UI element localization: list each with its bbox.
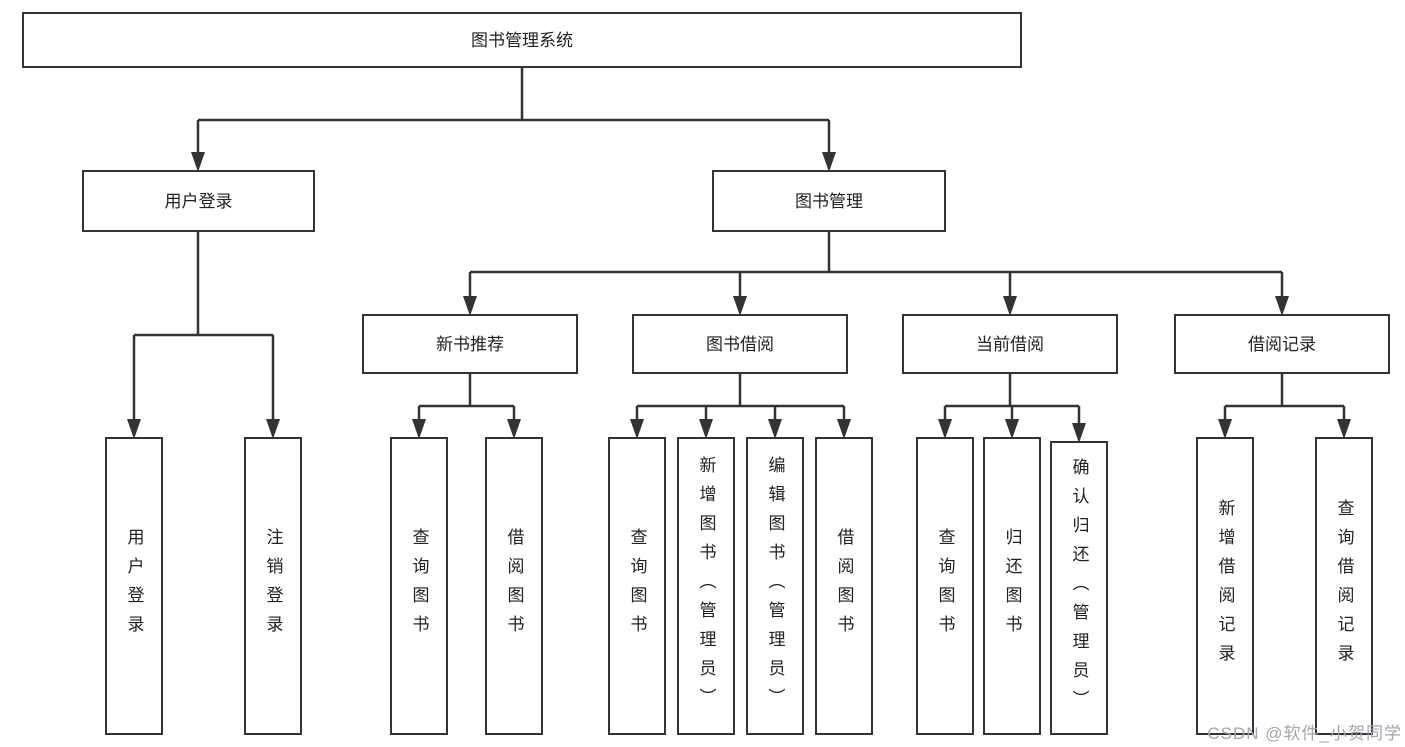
leaf-add-borrow-record: 新增借阅记录 — [1196, 437, 1254, 735]
leaf-confirm-return-admin: 确认归还（管理员） — [1050, 441, 1108, 735]
leaf-search-borrow-record: 查询借阅记录 — [1315, 437, 1373, 735]
leaf-search-books-1: 查询图书 — [390, 437, 448, 735]
node-book-management: 图书管理 — [712, 170, 946, 232]
leaf-user-login: 用户登录 — [105, 437, 163, 735]
leaf-logout: 注销登录 — [244, 437, 302, 735]
leaf-edit-books-admin: 编辑图书（管理员） — [746, 437, 804, 735]
leaf-add-books-admin: 新增图书（管理员） — [677, 437, 735, 735]
leaf-borrow-books-1: 借阅图书 — [485, 437, 543, 735]
leaf-search-books-2: 查询图书 — [608, 437, 666, 735]
leaf-return-books: 归还图书 — [983, 437, 1041, 735]
node-user-login: 用户登录 — [82, 170, 315, 232]
node-current-borrowing: 当前借阅 — [902, 314, 1118, 374]
node-borrow-records: 借阅记录 — [1174, 314, 1390, 374]
node-book-borrowing: 图书借阅 — [632, 314, 848, 374]
node-new-book-recommend: 新书推荐 — [362, 314, 578, 374]
leaf-borrow-books-2: 借阅图书 — [815, 437, 873, 735]
node-library-system: 图书管理系统 — [22, 12, 1022, 68]
csdn-watermark: CSDN @软件_小贺同学 — [1207, 724, 1402, 743]
leaf-search-books-3: 查询图书 — [916, 437, 974, 735]
